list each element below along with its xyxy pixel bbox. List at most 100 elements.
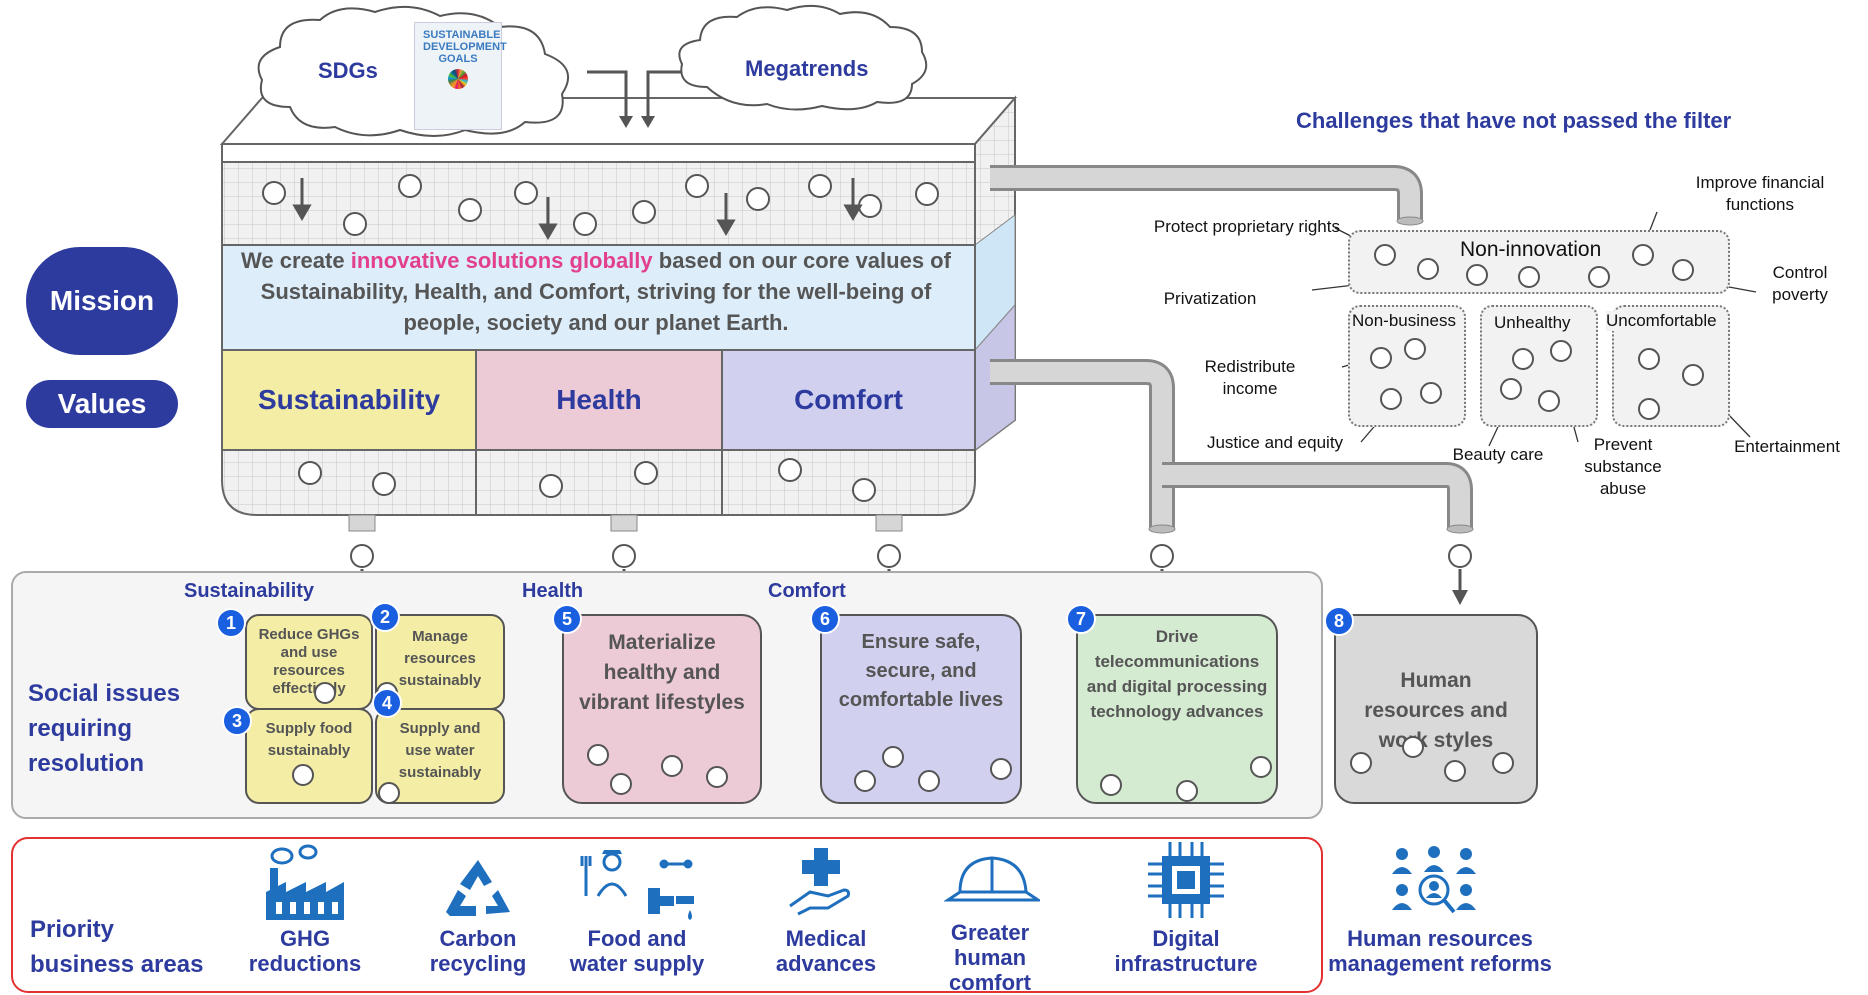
area-medical-advances: Medical advances — [775, 926, 877, 976]
badge-7: 7 — [1066, 604, 1096, 634]
non-business-label: Non-business — [1352, 311, 1456, 330]
label-beauty-care: Beauty care — [1452, 445, 1544, 464]
value-sustainability: Sustainability — [257, 384, 441, 415]
challenge-ball — [1682, 364, 1704, 386]
people-search-icon — [1392, 846, 1476, 914]
non-innovation-box: Non-innovation — [1348, 230, 1730, 294]
challenge-ball — [1632, 244, 1654, 266]
challenge-ball — [1538, 390, 1560, 412]
issue-4-text: Supply and use water sustainably — [398, 720, 482, 781]
label-privatization: Privatization — [1163, 289, 1257, 308]
unhealthy-box: Unhealthy — [1480, 305, 1598, 427]
issue-ball — [1402, 736, 1424, 758]
megatrends-cloud — [678, 4, 928, 111]
label-prevent-substance-abuse: Prevent substance abuse — [1584, 435, 1662, 498]
mission-label: Mission — [49, 285, 155, 316]
sdg-wheel-icon — [448, 69, 468, 89]
challenge-ball — [1466, 264, 1488, 286]
issue-ball — [587, 744, 609, 766]
issue-ball — [1100, 774, 1122, 796]
challenge-ball — [1500, 378, 1522, 400]
challenge-ball — [1512, 348, 1534, 370]
area-ghg-reductions: GHG reductions — [248, 926, 362, 976]
issue-ball — [918, 770, 940, 792]
sdgs-cloud-label: SDGs — [318, 58, 378, 83]
mission-text-before: We create — [241, 248, 351, 273]
recycle-icon — [446, 860, 510, 916]
uncomfortable-box: Uncomfortable — [1606, 305, 1730, 427]
issue-ball — [1492, 752, 1514, 774]
issue-ball — [854, 770, 876, 792]
challenge-ball — [1550, 340, 1572, 362]
issue-ball — [292, 764, 314, 786]
uncomfortable-label: Uncomfortable — [1606, 311, 1717, 331]
badge-2: 2 — [370, 602, 400, 632]
issue-7-text: Drive telecommunications and digital pro… — [1086, 627, 1268, 721]
values-label: Values — [57, 388, 147, 419]
challenge-ball — [1380, 388, 1402, 410]
challenge-ball — [1420, 382, 1442, 404]
category-sustainability: Sustainability — [184, 580, 315, 602]
value-comfort: Comfort — [794, 384, 903, 415]
issue-ball — [1444, 760, 1466, 782]
challenge-ball — [1374, 244, 1396, 266]
issue-3-text: Supply food sustainably — [265, 720, 353, 759]
social-issues-label: Social issues requiring resolution — [28, 680, 181, 777]
badge-4: 4 — [372, 688, 402, 718]
area-greater-human-comfort: Greater human comfort — [949, 920, 1031, 995]
issue-2-text: Manage resources sustainably — [398, 628, 482, 689]
label-redistribute-income: Redistribute income — [1204, 357, 1296, 398]
issue-1-box: Reduce GHGs and use resources effectivel… — [245, 614, 373, 710]
area-carbon-recycling: Carbon recycling — [429, 926, 527, 976]
unhealthy-label: Unhealthy — [1494, 313, 1571, 332]
issue-5-box: Materialize healthy and vibrant lifestyl… — [562, 614, 762, 804]
category-health: Health — [522, 580, 584, 602]
value-health: Health — [556, 384, 642, 415]
area-digital-infrastructure: Digital infrastructure — [1114, 926, 1258, 976]
non-innovation-label: Non-innovation — [1460, 238, 1602, 261]
issue-6-box: Ensure safe, secure, and comfortable liv… — [820, 614, 1022, 804]
issue-ball — [1350, 752, 1372, 774]
sdg-logo: SUSTAINABLE DEVELOPMENT GOALS — [414, 22, 507, 130]
challenge-ball — [1672, 259, 1694, 281]
issue-ball — [882, 746, 904, 768]
label-entertainment: Entertainment — [1734, 437, 1840, 456]
issue-ball — [1176, 780, 1198, 802]
challenge-ball — [1417, 258, 1439, 280]
badge-3: 3 — [222, 706, 252, 736]
challenges-title: Challenges that have not passed the filt… — [1296, 108, 1732, 133]
hand-cross-icon — [789, 848, 850, 916]
issue-3-box: Supply food sustainably — [245, 708, 373, 804]
farmer-faucet-icon — [580, 850, 694, 920]
challenge-ball — [1518, 266, 1540, 288]
challenge-ball — [1638, 398, 1660, 420]
challenge-ball — [1588, 266, 1610, 288]
badge-6: 6 — [810, 604, 840, 634]
label-control-poverty: Control poverty — [1772, 263, 1828, 304]
issue-ball — [314, 682, 336, 704]
category-comfort: Comfort — [768, 580, 846, 602]
issue-ball — [990, 758, 1012, 780]
area-food-water-supply: Food and water supply — [569, 926, 705, 976]
mission-text-highlight: innovative solutions globally — [350, 248, 653, 273]
issue-ball — [706, 766, 728, 788]
mission-pill: Mission — [26, 247, 178, 355]
issue-ball — [1250, 756, 1272, 778]
label-improve-financial: Improve financial functions — [1695, 173, 1825, 214]
issue-8-text: Human resources and work styles — [1364, 669, 1508, 752]
mission-text-after: based on our core values of Sustainabili… — [260, 248, 951, 335]
mission-statement: We create innovative solutions globally … — [222, 245, 970, 338]
issue-8-box: Human resources and work styles — [1334, 614, 1538, 804]
megatrends-cloud-label: Megatrends — [745, 56, 869, 81]
issue-5-text: Materialize healthy and vibrant lifestyl… — [579, 631, 745, 714]
factory-icon — [266, 844, 344, 920]
challenge-ball — [1638, 348, 1660, 370]
challenge-ball — [1370, 347, 1392, 369]
badge-5: 5 — [552, 604, 582, 634]
challenge-ball — [1404, 338, 1426, 360]
area-hr-management-reforms: Human resources management reforms — [1328, 926, 1552, 976]
issue-2-box: Manage resources sustainably — [375, 614, 505, 710]
issue-6-text: Ensure safe, secure, and comfortable liv… — [838, 631, 1004, 711]
non-business-box: Non-business — [1348, 305, 1466, 427]
business-areas-label: Priority business areas — [30, 916, 204, 978]
